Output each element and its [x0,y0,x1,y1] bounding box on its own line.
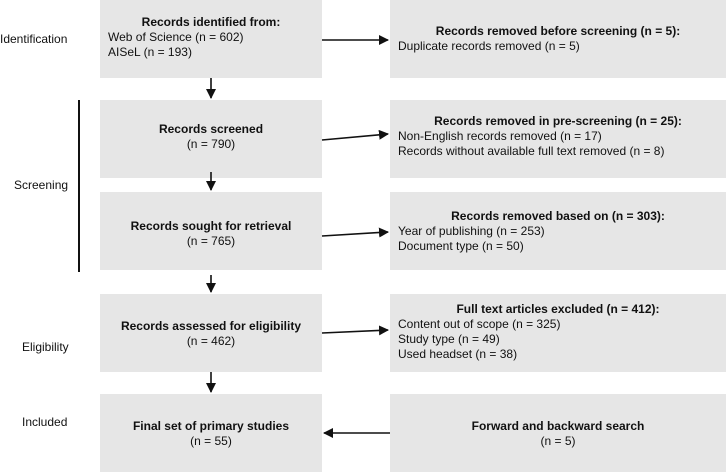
removed-prescreening-item: Non-English records removed (n = 17) [398,129,602,143]
records-screened-count: (n = 790) [186,137,236,151]
final-set-title: Final set of primary studies [132,419,290,433]
removed-before-title: Records removed before screening (n = 5)… [435,24,681,38]
box-forward-backward-search: Forward and backward search (n = 5) [390,394,726,472]
box-full-text-excluded: Full text articles excluded (n = 412): C… [390,294,726,372]
removed-based-on-item: Document type (n = 50) [398,239,524,253]
box-records-assessed: Records assessed for eligibility (n = 46… [100,294,322,372]
box-records-identified: Records identified from: Web of Science … [100,0,322,78]
records-sought-title: Records sought for retrieval [130,219,292,233]
box-records-sought: Records sought for retrieval (n = 765) [100,192,322,270]
box-removed-prescreening: Records removed in pre-screening (n = 25… [390,100,726,178]
search-count: (n = 5) [540,434,576,448]
box-removed-based-on: Records removed based on (n = 303): Year… [390,192,726,270]
arrow-to-removed-based-on [321,227,389,238]
arrow-to-removed-prescreening [321,129,389,141]
removed-based-on-item: Year of publishing (n = 253) [398,224,545,238]
full-text-excluded-title: Full text articles excluded (n = 412): [456,302,660,316]
phase-label-eligibility: Eligibility [22,340,69,354]
arrow-to-full-text-excluded [321,325,389,336]
screening-bracket [78,100,80,272]
records-sought-count: (n = 765) [186,234,236,248]
removed-based-on-title: Records removed based on (n = 303): [451,209,665,223]
records-screened-title: Records screened [158,122,264,136]
full-text-excluded-item: Study type (n = 49) [398,332,500,346]
removed-before-item: Duplicate records removed (n = 5) [398,39,580,53]
removed-prescreening-title: Records removed in pre-screening (n = 25… [434,114,682,128]
full-text-excluded-item: Used headset (n = 38) [398,347,518,361]
full-text-excluded-item: Content out of scope (n = 325) [398,317,561,331]
removed-prescreening-item: Records without available full text remo… [398,144,665,158]
records-assessed-count: (n = 462) [186,334,236,348]
records-identified-source: AISeL (n = 193) [108,45,192,59]
records-identified-source: Web of Science (n = 602) [108,30,244,44]
final-set-count: (n = 55) [190,434,232,448]
phase-label-included: Included [22,415,68,429]
box-removed-before-screening: Records removed before screening (n = 5)… [390,0,726,78]
box-final-set: Final set of primary studies (n = 55) [100,394,322,472]
records-identified-title: Records identified from: [141,15,281,29]
phase-label-identification: Identification [0,32,68,46]
search-title: Forward and backward search [471,419,645,433]
records-assessed-title: Records assessed for eligibility [120,319,302,333]
box-records-screened: Records screened (n = 790) [100,100,322,178]
phase-label-screening: Screening [14,178,69,192]
